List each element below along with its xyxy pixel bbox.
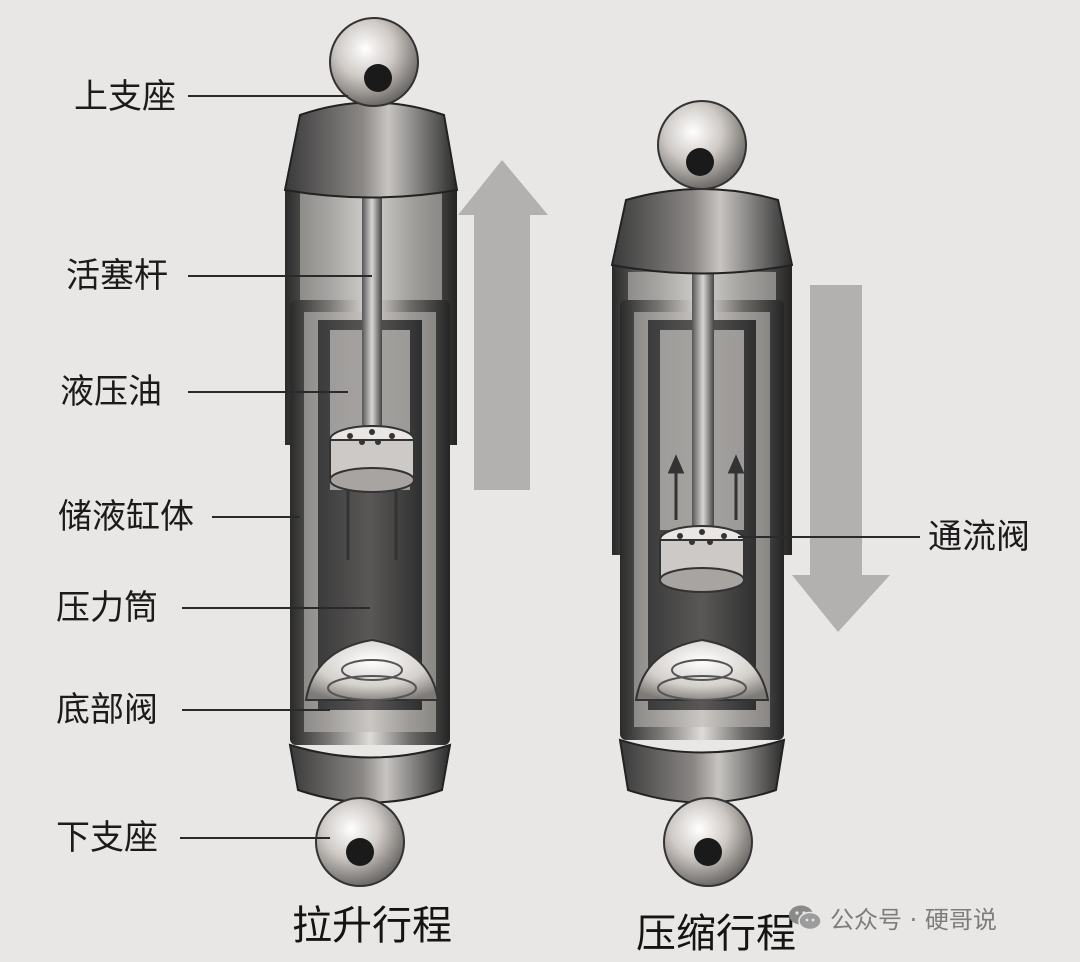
- upper-mount-eye: [329, 17, 419, 107]
- piston-rod: [692, 270, 714, 550]
- caption-extension-stroke: 拉升行程: [292, 903, 452, 949]
- piston-rod: [362, 190, 382, 450]
- top-cap: [610, 188, 794, 275]
- upward-motion-arrow: [458, 160, 548, 490]
- downward-motion-arrow: [792, 285, 890, 632]
- base-valve: [304, 638, 440, 701]
- upper-mount-eye: [657, 100, 747, 190]
- label-reservoir-cylinder: 储液缸体: [58, 497, 194, 537]
- wechat-icon: [789, 905, 822, 930]
- watermark-text: 公众号 · 硬哥说: [830, 906, 997, 934]
- label-flow-valve: 通流阀: [928, 517, 1030, 557]
- bottom-cap: [618, 738, 786, 804]
- label-upper-mount: 上支座: [74, 77, 176, 117]
- bottom-cap: [288, 743, 452, 804]
- watermark: 公众号 · 硬哥说: [788, 900, 997, 935]
- label-lower-mount: 下支座: [56, 818, 158, 858]
- caption-compression-stroke: 压缩行程: [636, 911, 796, 957]
- leader-lines: [180, 95, 920, 839]
- extension-shock-absorber: [283, 17, 548, 887]
- base-valve: [634, 638, 770, 701]
- label-hydraulic-oil: 液压油: [60, 372, 162, 412]
- label-pressure-tube: 压力筒: [56, 588, 158, 628]
- compression-shock-absorber: [610, 100, 890, 887]
- top-cap: [283, 101, 459, 199]
- label-piston-rod: 活塞杆: [66, 256, 168, 296]
- label-base-valve: 底部阀: [56, 690, 158, 730]
